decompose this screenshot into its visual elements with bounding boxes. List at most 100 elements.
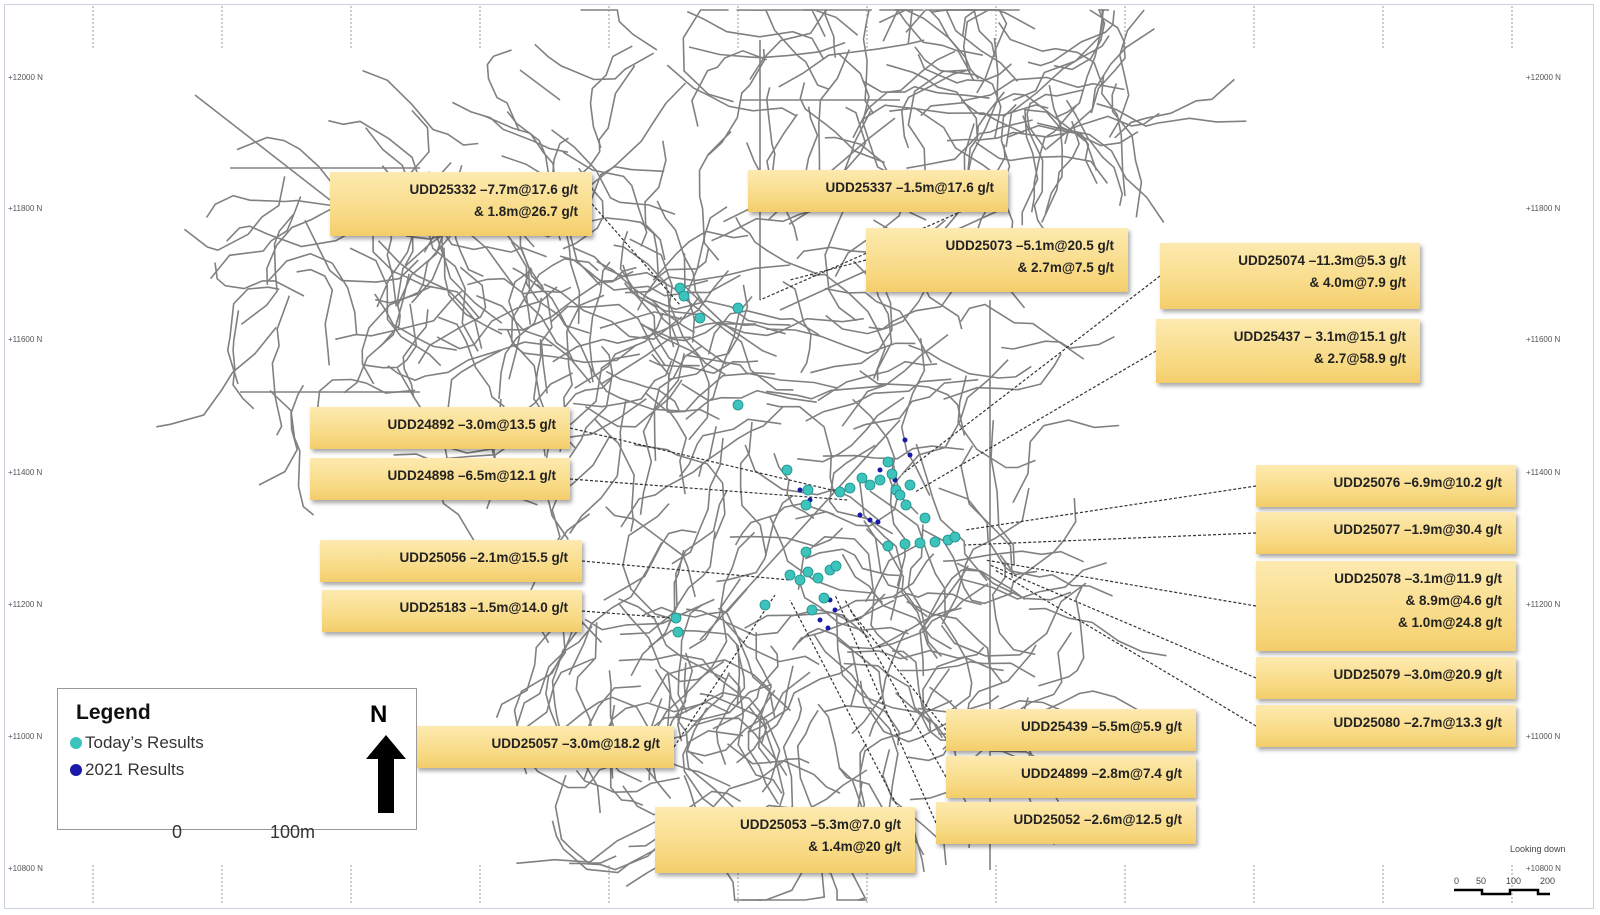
tunnel <box>652 230 749 281</box>
drill-result-callout: UDD24892 –3.0m@13.5 g/t <box>310 407 570 449</box>
tunnel <box>634 443 726 540</box>
tunnel <box>1036 122 1165 223</box>
tunnel <box>824 136 927 221</box>
leader-line <box>789 599 916 841</box>
tunnel <box>639 353 685 515</box>
tunnel <box>475 294 592 384</box>
tunnel <box>848 867 867 901</box>
tunnel <box>552 295 701 363</box>
tunnel <box>739 421 767 556</box>
drill-result-callout: UDD25077 –1.9m@30.4 g/t <box>1256 512 1516 554</box>
legend-item-today: Today’s Results <box>70 733 204 753</box>
leader-lines <box>569 190 1257 841</box>
tunnel <box>990 420 1015 566</box>
tunnel <box>653 345 703 461</box>
tunnel <box>957 375 1036 469</box>
tunnel <box>813 633 900 746</box>
tunnel <box>715 643 746 765</box>
tunnel <box>640 322 710 441</box>
tunnel <box>668 284 749 381</box>
callout-text: & 2.7@58.9 g/t <box>1314 351 1406 366</box>
tunnel <box>960 303 1085 360</box>
drill-result-callout: UDD25052 –2.6m@12.5 g/t <box>936 802 1196 844</box>
tunnel <box>852 50 956 139</box>
tunnel <box>652 683 773 728</box>
tunnel <box>512 267 553 394</box>
todays-result-point <box>800 499 812 511</box>
tunnel <box>361 285 433 385</box>
tunnel <box>799 583 909 635</box>
todays-result-point <box>882 540 894 552</box>
tunnel <box>588 365 720 421</box>
todays-result-point <box>886 468 898 480</box>
tunnel <box>959 561 1107 600</box>
tunnel <box>900 68 972 149</box>
tunnel <box>593 418 635 532</box>
drill-result-callout: UDD24899 –2.8m@7.4 g/t <box>946 756 1196 798</box>
tunnel <box>886 63 979 139</box>
tunnel <box>859 370 966 436</box>
tunnel <box>707 48 766 156</box>
tunnel <box>735 216 816 274</box>
tunnel <box>917 53 1012 84</box>
tunnel <box>374 293 457 351</box>
legend-title: Legend <box>76 701 151 724</box>
northing-label: +11200 N <box>8 600 43 609</box>
todays-result-point <box>806 604 818 616</box>
tunnel <box>755 632 772 765</box>
todays-result-point <box>672 626 684 638</box>
drill-points <box>670 282 961 638</box>
view-label: Looking down <box>1510 844 1566 854</box>
callout-text: UDD25337 –1.5m@17.6 g/t <box>825 180 995 195</box>
2021-result-point <box>875 519 881 525</box>
leader-line <box>844 599 947 778</box>
tunnel <box>1054 9 1104 119</box>
tunnel <box>446 341 553 414</box>
todays-result-point <box>694 312 706 324</box>
tunnel <box>851 629 908 735</box>
tunnel <box>817 360 938 402</box>
tunnel <box>495 619 572 718</box>
tunnel <box>437 316 505 408</box>
tunnel <box>804 548 900 577</box>
tunnel <box>551 820 659 874</box>
todays-result-point <box>834 486 846 498</box>
tunnel <box>554 774 617 864</box>
tunnel <box>859 680 948 743</box>
tunnel <box>999 554 1113 597</box>
tunnel <box>699 692 781 793</box>
tunnel <box>688 41 846 59</box>
tunnel <box>900 338 931 496</box>
tunnel <box>797 396 905 463</box>
tunnel <box>803 9 826 37</box>
leader-line <box>789 259 867 281</box>
todays-result-point <box>732 399 744 411</box>
tunnel <box>736 665 794 764</box>
tunnel <box>1038 586 1085 687</box>
2021-result-point <box>902 437 908 443</box>
northing-label: +10800 N <box>8 864 43 873</box>
tunnel <box>232 310 255 410</box>
tunnel <box>766 328 916 355</box>
callout-text: UDD25053 –5.3m@7.0 g/t <box>740 817 901 832</box>
tunnel <box>688 531 756 650</box>
tunnel <box>920 101 1049 117</box>
tunnel <box>797 868 865 901</box>
tunnel <box>402 309 429 398</box>
callout-text: & 8.9m@4.6 g/t <box>1405 593 1502 608</box>
tunnel <box>717 607 792 712</box>
todays-result-point <box>812 572 824 584</box>
tunnel <box>975 141 1109 184</box>
tunnel <box>681 295 794 391</box>
legend-label: 2021 Results <box>85 760 185 779</box>
tunnel <box>452 101 569 153</box>
tunnel <box>433 217 547 258</box>
callout-text: UDD25183 –1.5m@14.0 g/t <box>399 600 569 615</box>
legend-label: Today’s Results <box>85 733 204 752</box>
map-frame <box>4 4 1594 909</box>
tunnel <box>379 230 449 348</box>
tunnel <box>372 226 481 319</box>
tunnel <box>998 21 1104 87</box>
tunnel <box>349 247 442 367</box>
tunnel <box>574 312 664 389</box>
